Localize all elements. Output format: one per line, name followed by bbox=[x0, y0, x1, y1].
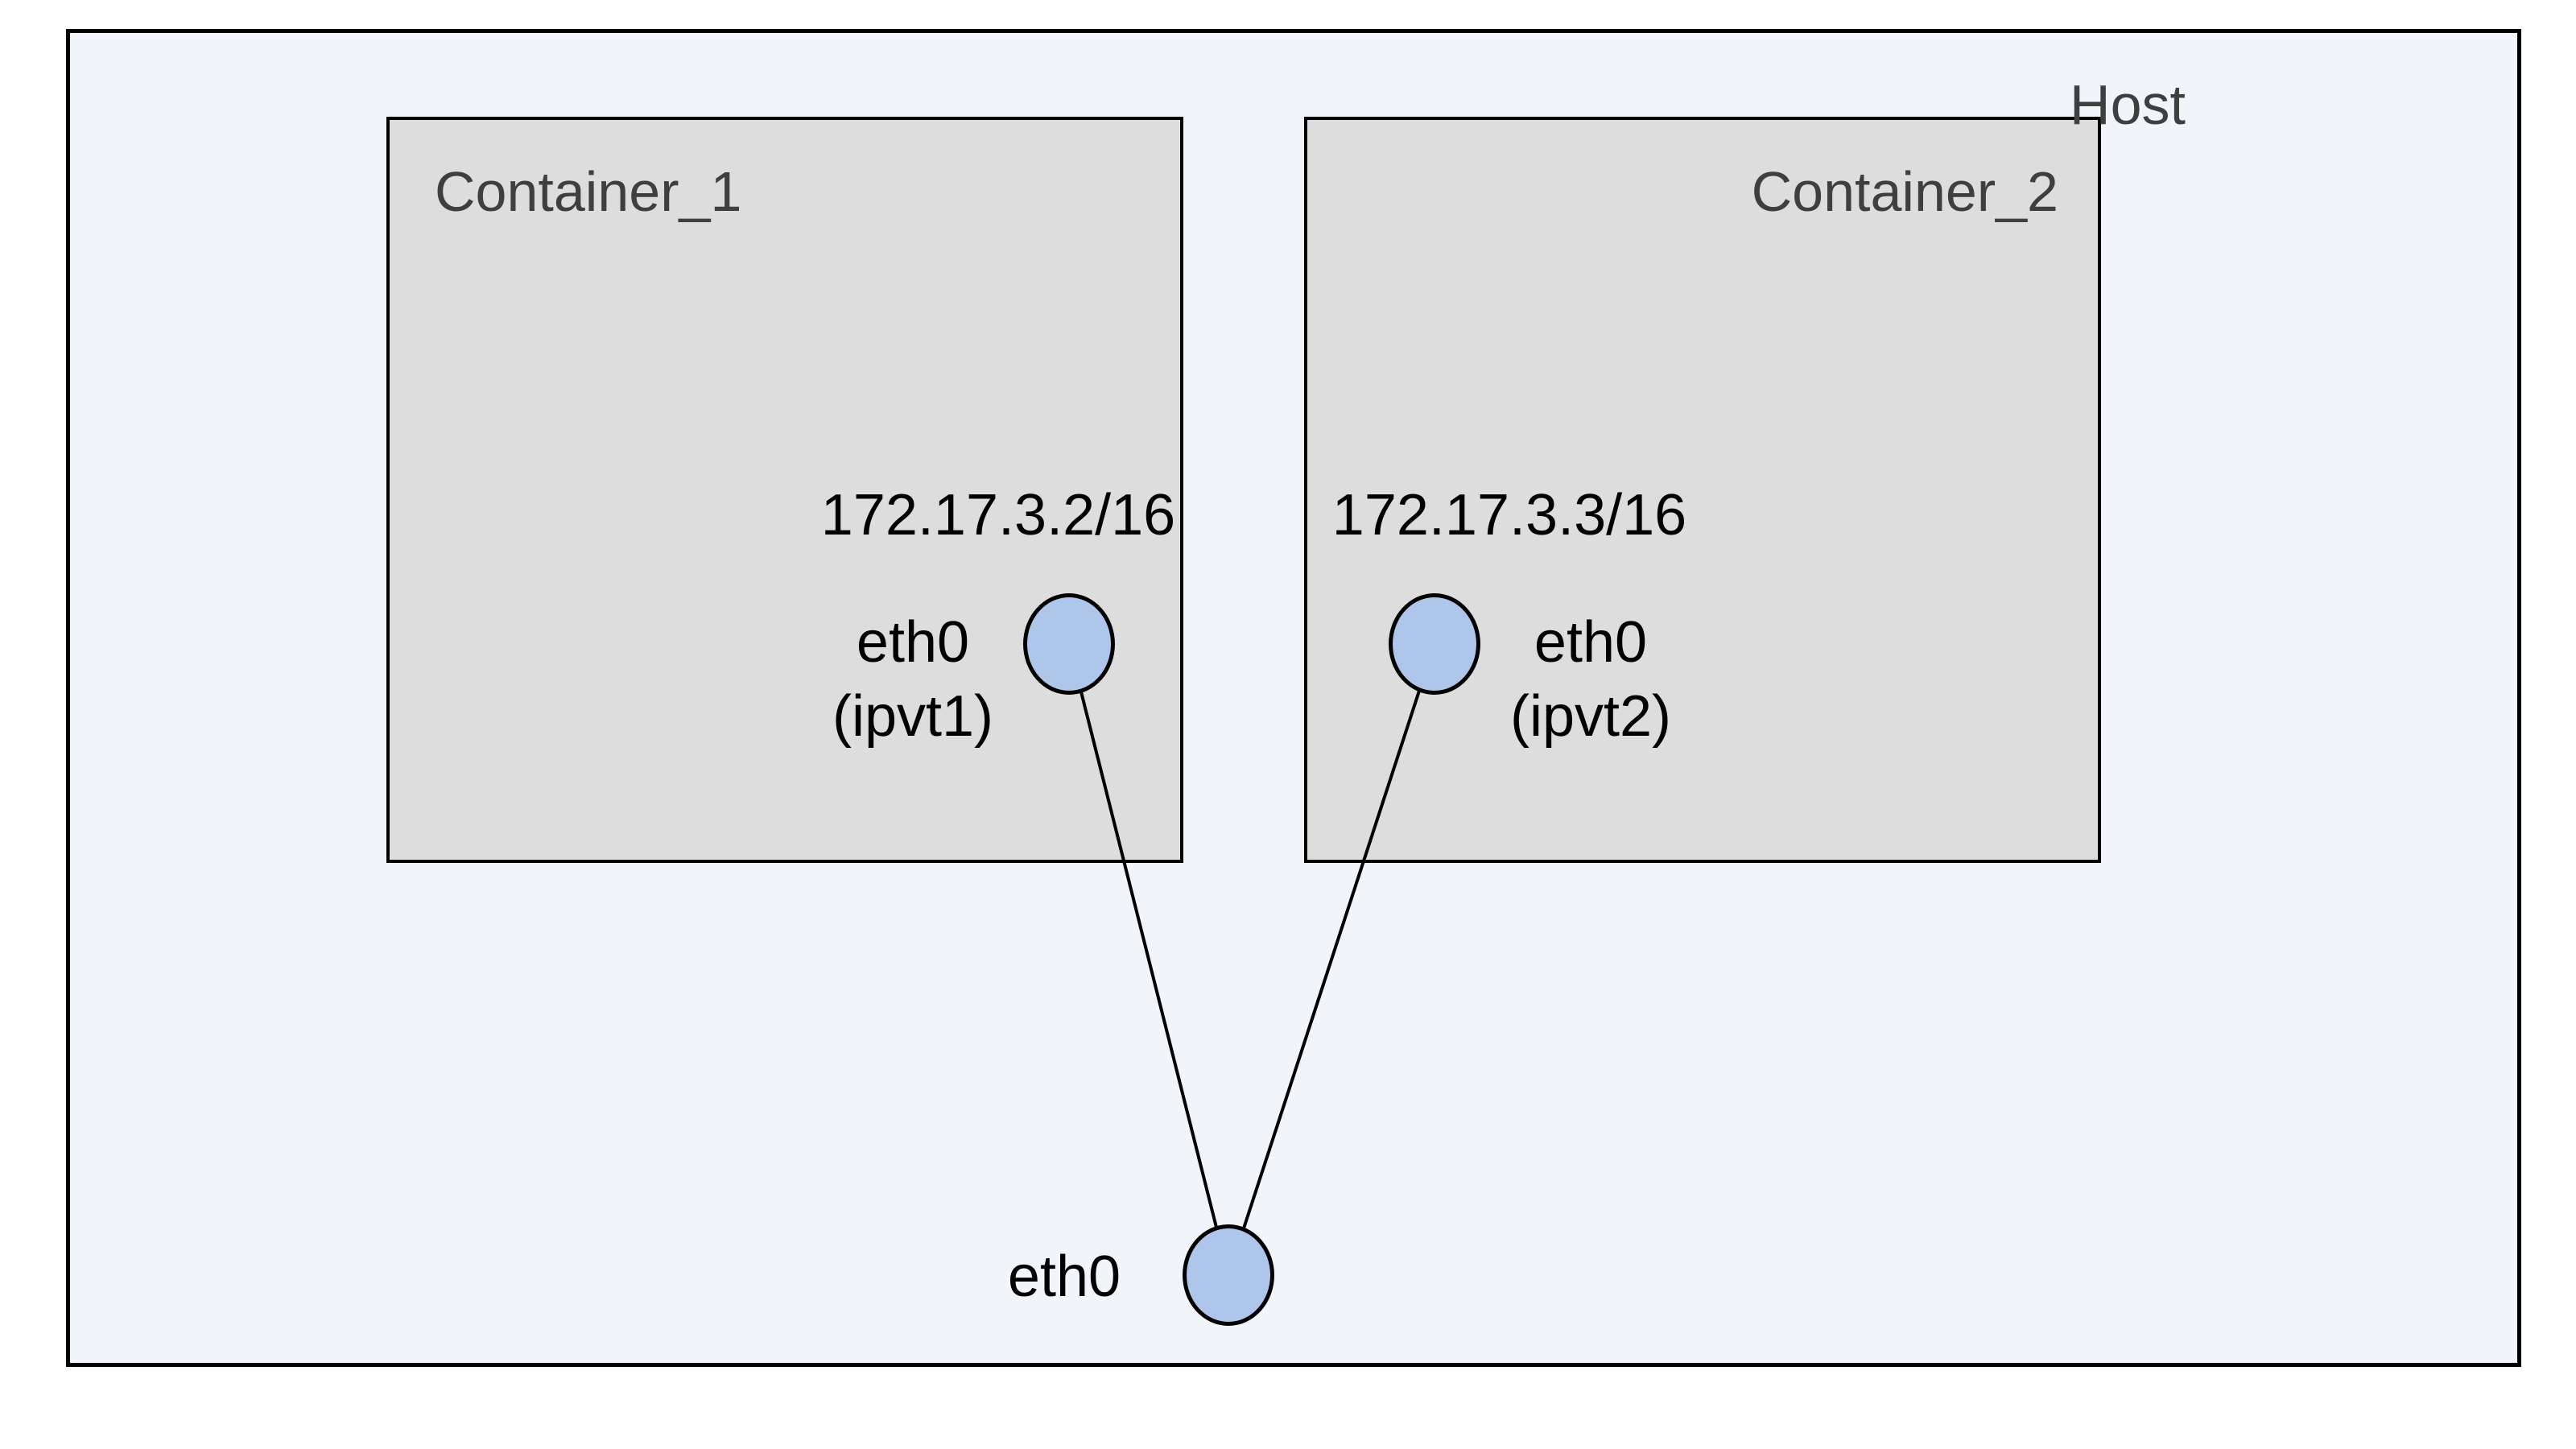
container-1-box bbox=[386, 117, 1183, 863]
container-1-ip-address: 172.17.3.2/16 bbox=[820, 483, 1176, 547]
container-1-eth0-label: eth0 bbox=[856, 610, 970, 675]
container-2-ip-address: 172.17.3.3/16 bbox=[1331, 483, 1687, 547]
host-eth0-label: eth0 bbox=[1007, 1245, 1121, 1309]
container-2-interface-label: eth0 (ipvt2) bbox=[1457, 605, 1724, 753]
container-1-label: Container_1 bbox=[435, 160, 742, 223]
container-2-veth-label: (ipvt2) bbox=[1509, 684, 1672, 749]
container-1-veth-label: (ipvt1) bbox=[832, 684, 994, 749]
container-2-box bbox=[1304, 117, 2101, 863]
container-2-eth0-label: eth0 bbox=[1534, 610, 1648, 675]
container-1-interface-label: eth0 (ipvt1) bbox=[779, 605, 1046, 753]
host-label: Host bbox=[2070, 73, 2186, 136]
container-2-label: Container_2 bbox=[1751, 160, 2058, 223]
